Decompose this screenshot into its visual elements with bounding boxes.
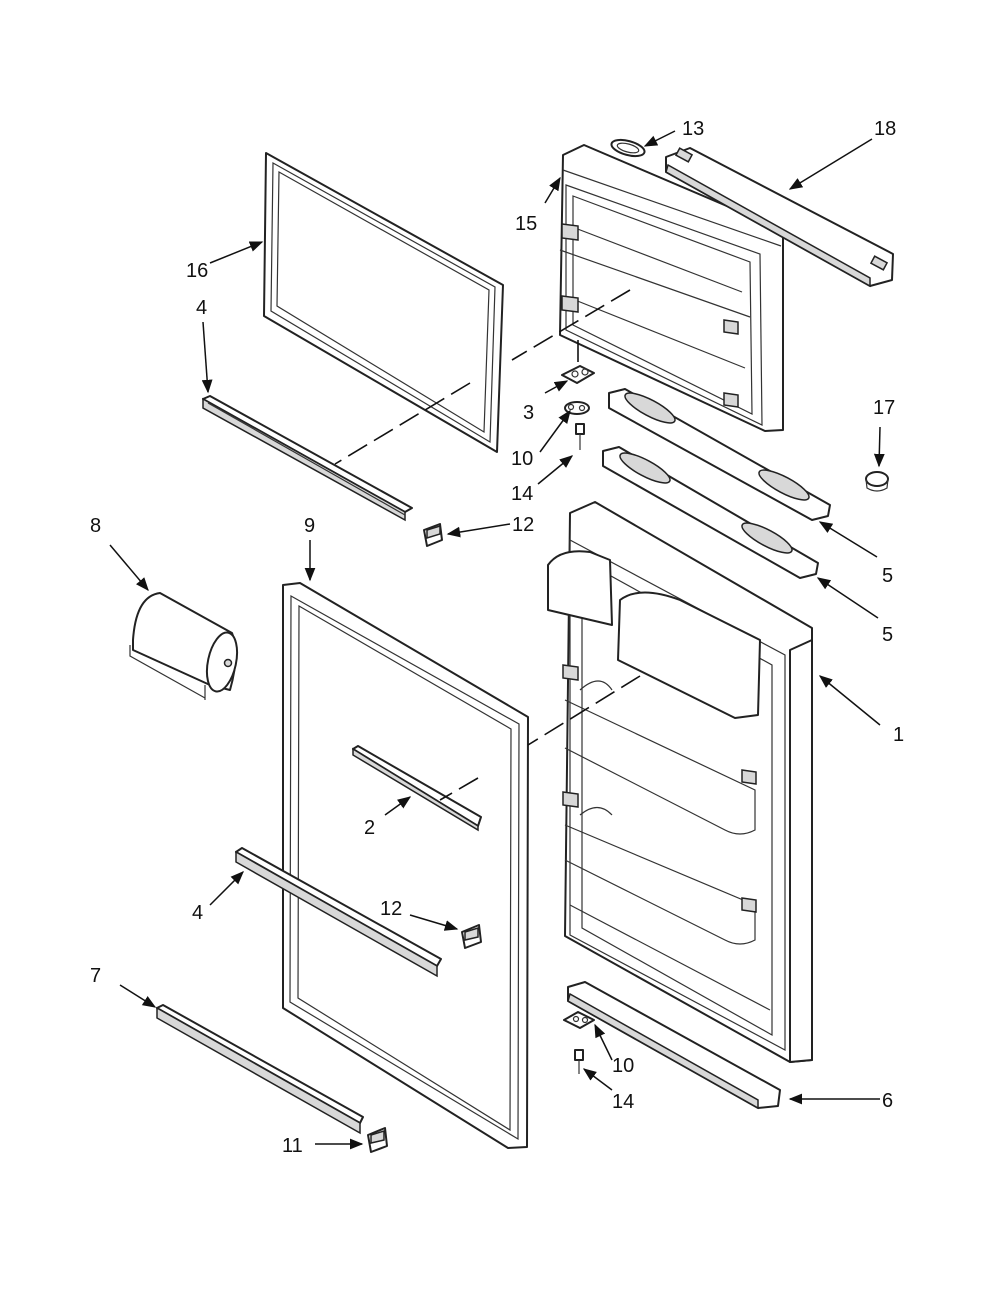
callout-16: 16 bbox=[186, 260, 208, 282]
lower-hinge-screw bbox=[574, 1049, 584, 1074]
callout-4-lower: 4 bbox=[192, 902, 203, 924]
callout-15: 15 bbox=[515, 213, 537, 235]
lower-retainer-strip bbox=[235, 847, 442, 978]
callout-13: 13 bbox=[682, 118, 704, 140]
callout-6: 6 bbox=[882, 1090, 893, 1112]
freezer-door-top-cap bbox=[665, 147, 894, 288]
upper-retainer-strip bbox=[202, 395, 413, 522]
upper-hinge-washer bbox=[564, 401, 590, 415]
bottom-clip bbox=[367, 1127, 388, 1153]
dairy-compartment bbox=[129, 592, 239, 700]
callout-2: 2 bbox=[364, 817, 375, 839]
assembly-lines bbox=[334, 289, 641, 801]
leader-lines bbox=[109, 130, 885, 1150]
fresh-food-door bbox=[547, 501, 813, 1063]
callout-17: 17 bbox=[873, 397, 895, 419]
callout-8: 8 bbox=[90, 515, 101, 537]
upper-hinge-screw bbox=[575, 423, 585, 450]
freezer-door bbox=[559, 144, 784, 432]
lower-clip bbox=[461, 924, 482, 949]
callout-11: 11 bbox=[282, 1135, 303, 1157]
middle-retainer-strip bbox=[352, 745, 482, 832]
upper-hinge bbox=[561, 365, 595, 384]
callout-10-upper: 10 bbox=[511, 448, 533, 470]
callout-4-upper: 4 bbox=[196, 297, 207, 319]
callout-14-upper: 14 bbox=[511, 483, 533, 505]
callout-1: 1 bbox=[893, 724, 904, 746]
fresh-food-door-gasket bbox=[282, 582, 529, 1149]
upper-clip bbox=[423, 523, 443, 547]
lower-hinge-washer bbox=[563, 1011, 595, 1029]
handle-cap bbox=[610, 138, 646, 158]
callout-10-lower: 10 bbox=[612, 1055, 634, 1077]
plug-button bbox=[865, 471, 889, 492]
callout-5-lower: 5 bbox=[882, 624, 893, 646]
callout-12-upper: 12 bbox=[512, 514, 534, 536]
handle-lower bbox=[602, 446, 819, 579]
handle-upper bbox=[608, 388, 831, 521]
callout-3: 3 bbox=[523, 402, 534, 424]
freezer-door-gasket bbox=[263, 152, 504, 453]
callout-14-lower: 14 bbox=[612, 1091, 634, 1113]
callout-9: 9 bbox=[304, 515, 315, 537]
callout-7: 7 bbox=[90, 965, 101, 987]
callout-12-lower: 12 bbox=[380, 898, 402, 920]
bottom-door-cap bbox=[567, 981, 781, 1110]
bottom-retainer-strip bbox=[156, 1004, 364, 1135]
callout-labels: 16 4 12 15 13 18 3 10 14 17 5 5 1 6 10 1… bbox=[90, 118, 904, 1157]
callout-18: 18 bbox=[874, 118, 896, 140]
callout-5-upper: 5 bbox=[882, 565, 893, 587]
